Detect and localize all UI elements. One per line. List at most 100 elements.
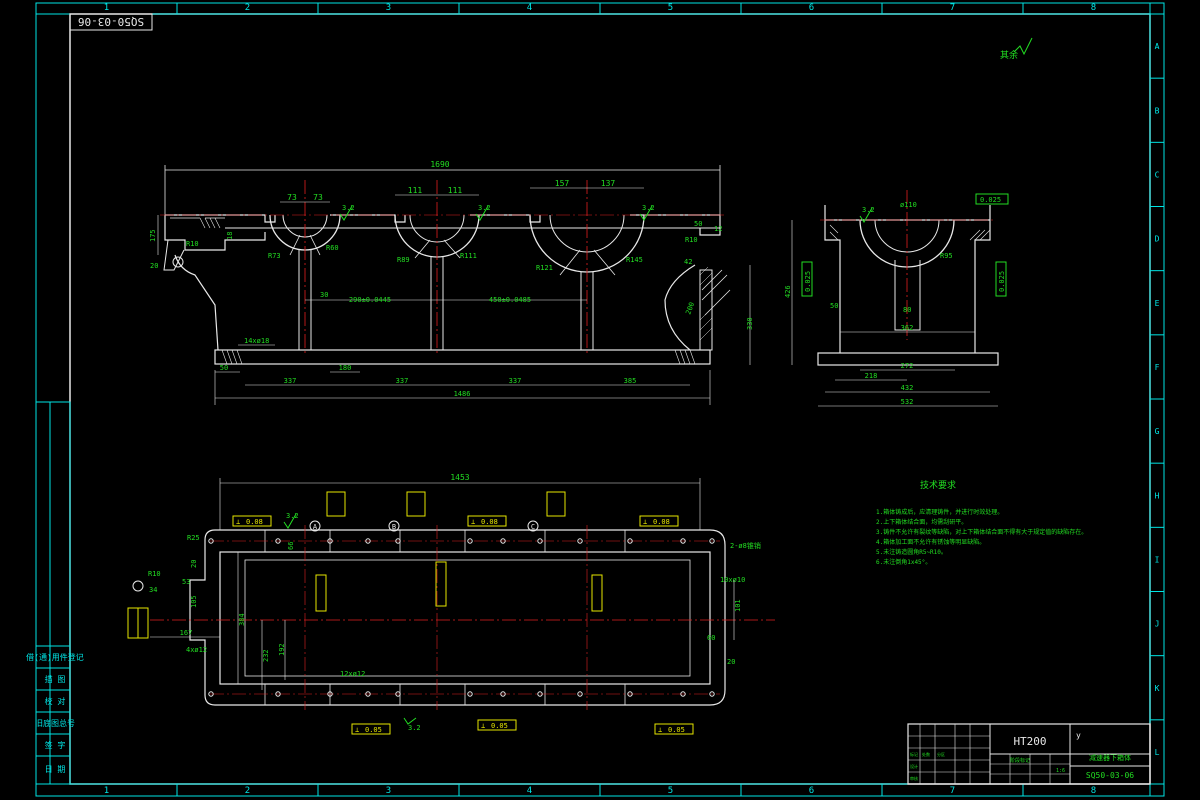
title-scale: 1:6 <box>1056 768 1065 774</box>
side-w6: 432 <box>901 384 914 392</box>
row-marker: C <box>1155 170 1160 179</box>
column-marker: 8 <box>1091 786 1096 796</box>
column-marker: 4 <box>527 786 532 796</box>
row-marker: E <box>1155 299 1160 308</box>
bolt-hole <box>467 538 473 544</box>
dim-b2: 180 <box>339 364 352 372</box>
column-marker: 3 <box>386 3 391 13</box>
bolt-hole <box>275 691 281 697</box>
datum-c: C <box>531 523 535 531</box>
dim-h3: 20 <box>150 262 158 270</box>
plan-rough: 3.2 <box>286 512 299 520</box>
bolt-hole <box>500 538 506 544</box>
dim-r7: R10 <box>186 240 199 248</box>
tol-frame-a: 0.08 <box>246 518 263 526</box>
title-label-6: 设计 <box>910 763 918 769</box>
side-tol1: 0.025 <box>980 196 1001 204</box>
roughness-note: 其余 <box>1000 37 1033 61</box>
bot-tol-2: 0.05 <box>491 722 508 730</box>
plan-d5: 20 <box>190 560 198 568</box>
title-material: HT200 <box>1013 735 1046 748</box>
datum-a: A <box>313 523 318 531</box>
side-w3: 362 <box>901 324 914 332</box>
side-w2: 80 <box>903 306 911 314</box>
row-marker: F <box>1155 363 1160 372</box>
title-stage: 阶段标记 <box>1010 757 1030 764</box>
bolt-hole <box>709 538 715 544</box>
column-marker: 6 <box>809 3 814 13</box>
plan-holes1: 2-ø8锥销 <box>730 541 761 550</box>
bolt-hole <box>500 691 506 697</box>
dim-h1: 175 <box>149 229 157 242</box>
side-tol3: 0.025 <box>998 271 1006 292</box>
left-table-cell-0: 借(通)用件登记 <box>26 652 84 662</box>
side-w7: 532 <box>901 398 914 406</box>
bolt-hole <box>275 538 281 544</box>
tech-req-line-4: 5.未注铸造圆角R5~R10。 <box>876 548 947 556</box>
bolt-hole <box>577 538 583 544</box>
row-marker: B <box>1155 106 1160 115</box>
column-marker: 7 <box>950 786 955 796</box>
bolt-hole <box>537 691 543 697</box>
column-marker: 3 <box>386 786 391 796</box>
tol-frame-b-text: ⊥ <box>471 518 475 526</box>
bolt-hole <box>327 538 333 544</box>
tol-frame-c: 0.08 <box>653 518 670 526</box>
column-marker: 4 <box>527 3 532 13</box>
roughness-note-text: 其余 <box>1000 49 1018 61</box>
plan-view: 1453 A B C ⊥ 0.08 ⊥ 0.08 ⊥ 0.08 <box>127 473 775 735</box>
side-w1: 50 <box>830 302 838 310</box>
row-marker: J <box>1155 620 1160 629</box>
tol-frame-a-text: ⊥ <box>236 518 240 526</box>
dim-base-len: 1486 <box>454 390 471 398</box>
dim-b5: 337 <box>509 377 522 385</box>
tech-req-line-0: 1.箱体铸成后，应清理铸件，并进行时效处理。 <box>876 508 1003 516</box>
left-table-cell-2: 校 对 <box>45 696 66 706</box>
dim-small1: 12 <box>714 225 722 233</box>
dim-h2: 18 <box>226 232 234 240</box>
title-drawing-number: SQ50-03-06 <box>1086 771 1134 780</box>
code-box: SQ50-03-06 <box>69 13 153 31</box>
column-marker: 2 <box>245 786 250 796</box>
bot-tol-1-sym: ⊥ <box>355 726 359 734</box>
left-table-cell-3: 旧底图总号 <box>35 718 75 728</box>
title-corner: y <box>1076 731 1081 740</box>
dim-r4: R111 <box>460 252 477 260</box>
column-marker: 5 <box>668 3 673 13</box>
plan-r1: R25 <box>187 534 200 542</box>
side-bore: ø110 <box>900 201 917 209</box>
bolt-hole <box>365 538 371 544</box>
dim-b4: 337 <box>396 377 409 385</box>
dim-bore2a: 111 <box>408 186 423 195</box>
side-w4: 272 <box>901 362 914 370</box>
tech-requirements: 技术要求 1.箱体铸成后，应清理铸件，并进行时效处理。 2.上下箱体结合面，均需… <box>876 479 1087 566</box>
plan-d2: 384 <box>238 613 246 626</box>
bolt-hole <box>208 691 214 697</box>
plan-d11: 101 <box>734 599 742 612</box>
dim-small3: 42 <box>684 258 692 266</box>
title-label-8: 审核 <box>910 775 918 781</box>
row-marker: I <box>1155 555 1160 564</box>
dim-d1: 73 <box>287 193 297 202</box>
bolt-hole <box>680 691 686 697</box>
dim-r5: R121 <box>536 264 553 272</box>
bot-tol-2-sym: ⊥ <box>481 722 485 730</box>
plan-length: 1453 <box>450 473 469 482</box>
plan-d1: 167 <box>180 629 193 637</box>
dim-b1: 50 <box>220 364 228 372</box>
column-marker: 2 <box>245 3 250 13</box>
bolt-hole <box>395 538 401 544</box>
plan-d12: 20 <box>727 658 735 666</box>
row-marker: H <box>1155 491 1160 500</box>
bolt-hole <box>395 691 401 697</box>
dim-r6: R145 <box>626 256 643 264</box>
row-marker: D <box>1155 235 1160 244</box>
column-marker: 6 <box>809 786 814 796</box>
bolt-hole <box>709 691 715 697</box>
left-border-table: 借(通)用件登记 描 图 校 对 旧底图总号 签 字 日 期 <box>26 401 84 785</box>
dim-r2: R60 <box>326 244 339 252</box>
plan-d8: 105 <box>190 595 198 608</box>
bolt-hole <box>680 538 686 544</box>
plan-d10: 60 <box>707 634 715 642</box>
side-view: ø110 3.2 R95 0.025 0.025 0.025 426 50 80… <box>784 190 1009 407</box>
